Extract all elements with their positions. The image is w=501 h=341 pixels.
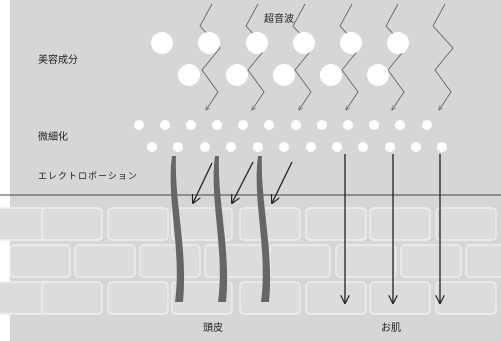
skin-cell [10, 245, 70, 277]
skin-cell [42, 208, 102, 240]
ingredient-particle [387, 32, 409, 54]
micronized-particle [134, 120, 144, 130]
micronized-particle [264, 120, 274, 130]
title-label: 超音波 [264, 12, 294, 25]
micronized-particle [437, 142, 447, 152]
skin-cell [306, 208, 366, 240]
skin-cell [108, 282, 168, 314]
micronized-particle [291, 120, 301, 130]
skin-cell [240, 208, 300, 240]
micronized-particle [238, 120, 248, 130]
skin-cell [42, 282, 102, 314]
skin-cell [370, 282, 430, 314]
ingredient-particle [273, 64, 295, 86]
ingredient-particle [226, 64, 248, 86]
skin-cell [240, 282, 300, 314]
micronized-particle [422, 120, 432, 130]
skin-cell [0, 208, 48, 240]
micronized-particle [369, 120, 379, 130]
micronized-particle [411, 142, 421, 152]
ingredient-particle [340, 32, 362, 54]
micronized-particle [173, 142, 183, 152]
scalp-label: 頭皮 [203, 321, 223, 334]
micronized-particle [160, 120, 170, 130]
skin-label: お肌 [381, 322, 401, 334]
ingredient-particle [367, 64, 389, 86]
micronized-particle [332, 142, 342, 152]
micronized-particle [212, 120, 222, 130]
skin-cell [108, 208, 168, 240]
skin-cell [436, 208, 496, 240]
micronized-particle [317, 120, 327, 130]
skin-cell [0, 282, 48, 314]
ingredient-particle [198, 32, 220, 54]
micronized-particle [200, 142, 210, 152]
ingredient-particle [246, 32, 268, 54]
ingredients-label: 美容成分 [38, 53, 78, 66]
ingredient-particle [293, 32, 315, 54]
micronized-particle [358, 142, 368, 152]
micronized-particle [385, 142, 395, 152]
micronized-particle [226, 142, 236, 152]
skin-cell [306, 282, 366, 314]
skin-cell [466, 245, 501, 277]
micronized-particle [253, 142, 263, 152]
skin-cell [370, 208, 430, 240]
ingredient-particle [151, 32, 173, 54]
micronized-particle [279, 142, 289, 152]
micronized-particle [395, 120, 405, 130]
skin-cells [0, 208, 501, 314]
micronized-particle [186, 120, 196, 130]
micronized-particle [343, 120, 353, 130]
skin-cell [140, 245, 200, 277]
skin-cell [205, 245, 265, 277]
skin-cell [270, 245, 330, 277]
micronized-label: 微細化 [38, 130, 68, 143]
ingredient-particle [320, 64, 342, 86]
micronized-particle [147, 142, 157, 152]
ingredient-particle [178, 64, 200, 86]
electroporation-label: エレクトロポーション [38, 171, 138, 182]
micronized-particle [306, 142, 316, 152]
skin-cell [401, 245, 461, 277]
skin-cell [75, 245, 135, 277]
skin-cell [436, 282, 496, 314]
